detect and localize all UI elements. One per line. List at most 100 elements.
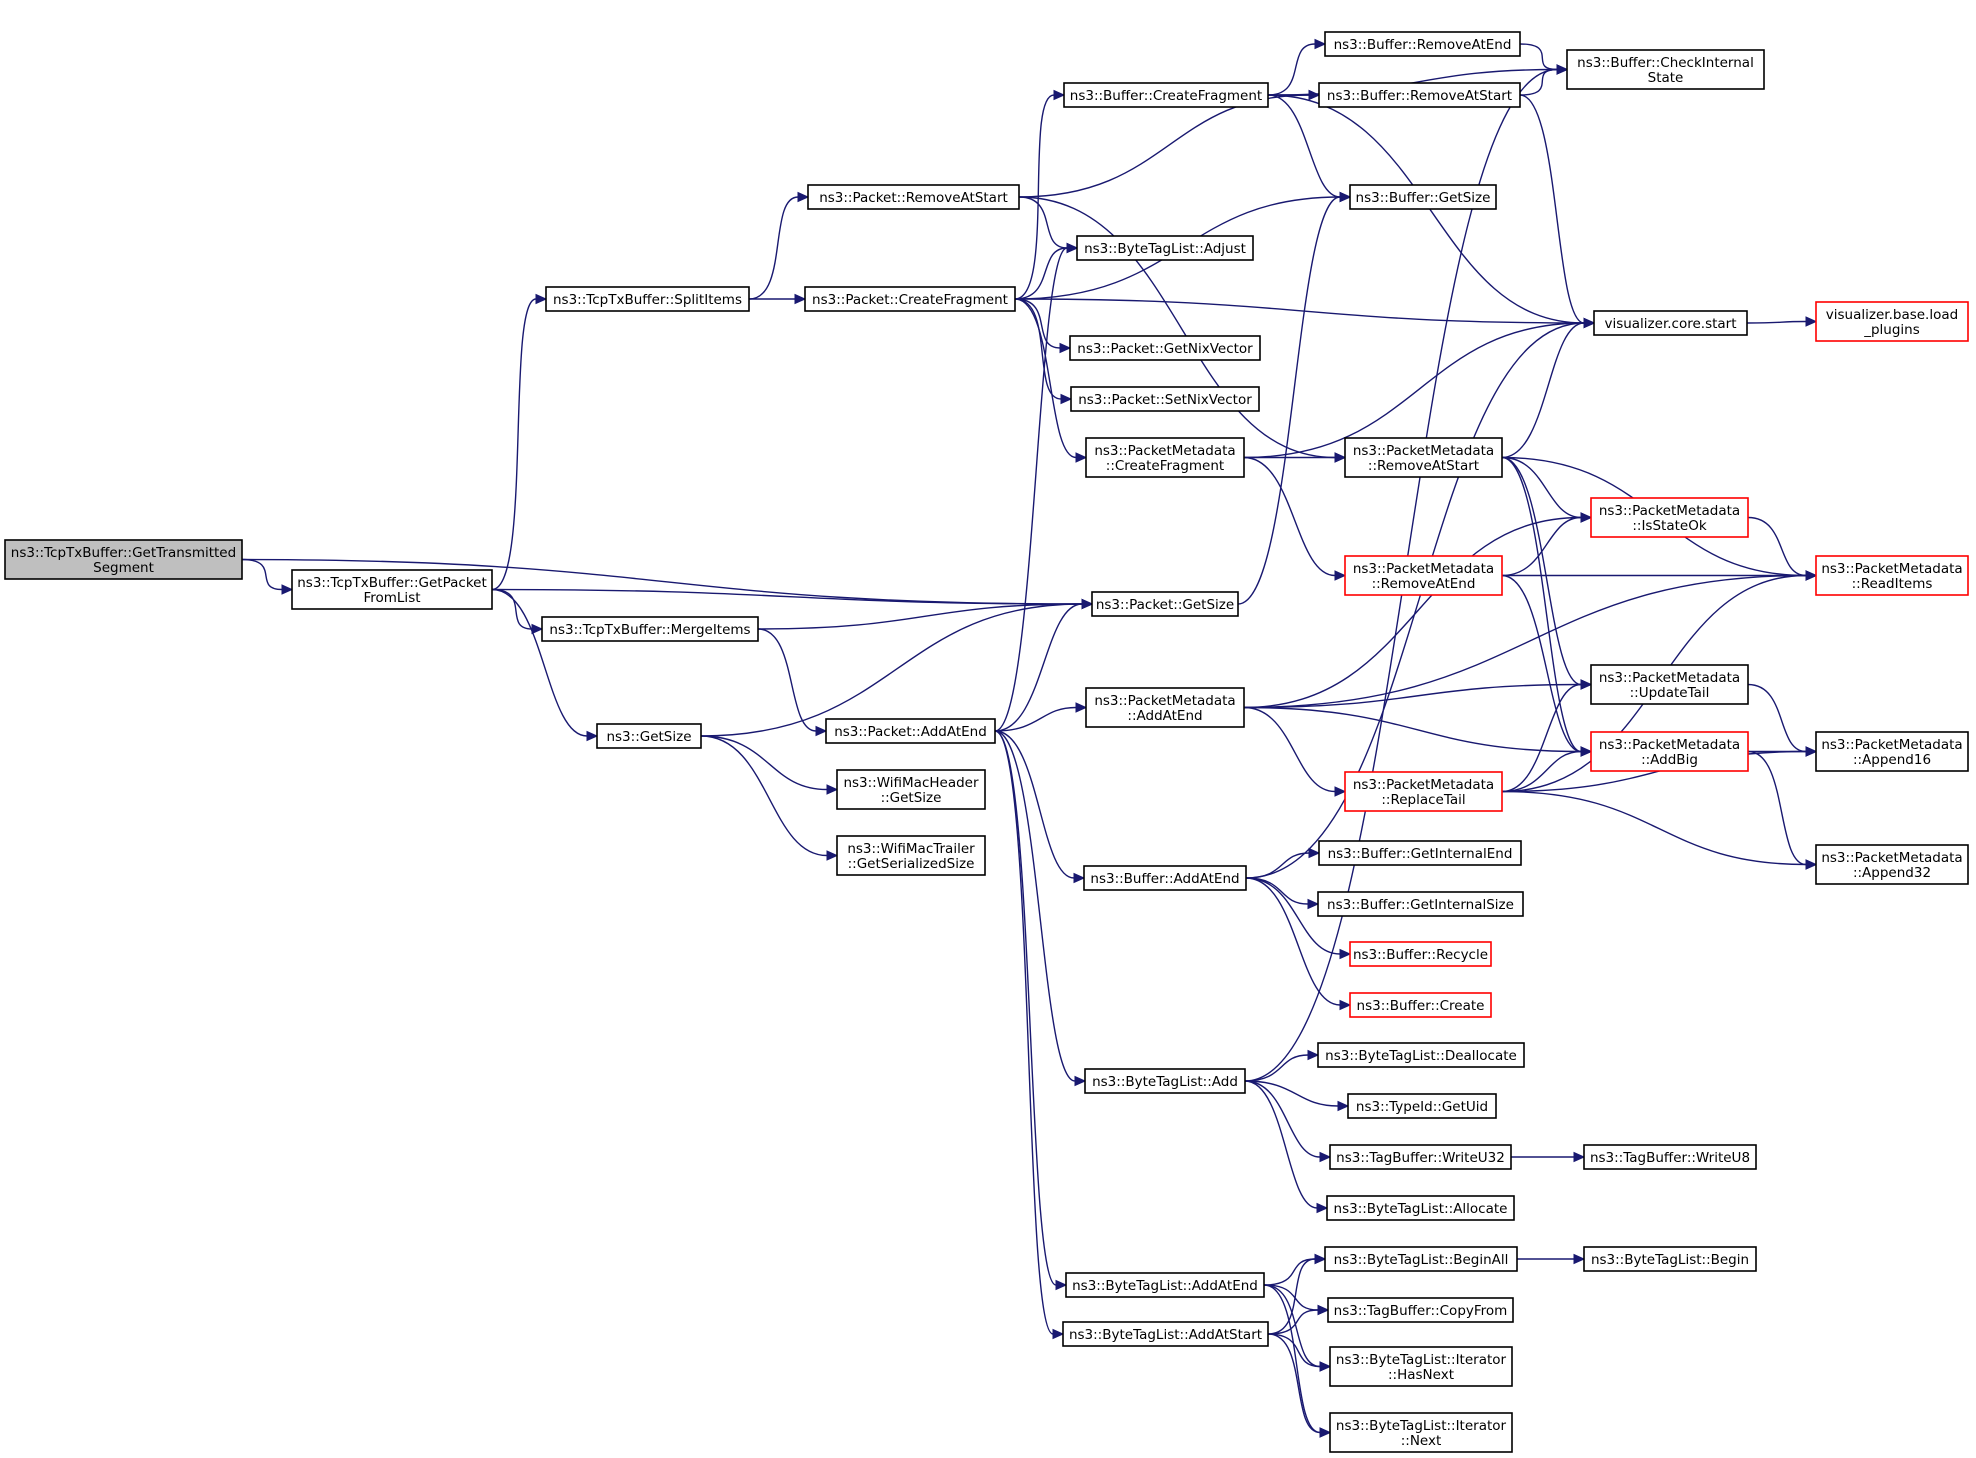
node-pmappend32[interactable]: ns3::PacketMetadata::Append32 xyxy=(1815,844,1969,885)
node-label: ::AddAtEnd xyxy=(1127,708,1202,724)
node-btladdatstart[interactable]: ns3::ByteTagList::AddAtStart xyxy=(1062,1321,1269,1347)
node-pmisstateok[interactable]: ns3::PacketMetadata::IsStateOk xyxy=(1590,497,1749,538)
node-mergeitems[interactable]: ns3::TcpTxBuffer::MergeItems xyxy=(541,616,759,642)
node-box xyxy=(1583,1246,1757,1272)
node-box xyxy=(1815,731,1969,772)
node-btladjust[interactable]: ns3::ByteTagList::Adjust xyxy=(1076,235,1254,261)
node-pmcreatefragment[interactable]: ns3::PacketMetadata::CreateFragment xyxy=(1085,437,1245,478)
node-label: ns3::Buffer::GetInternalSize xyxy=(1327,897,1514,913)
node-label: ::CreateFragment xyxy=(1106,458,1224,474)
edge-line xyxy=(1267,1309,1319,1335)
edge-pmaddbig-to-pmappend16 xyxy=(1747,746,1818,757)
node-pktremoveatstart[interactable]: ns3::Packet::RemoveAtStart xyxy=(807,184,1020,210)
edge-line xyxy=(1243,516,1582,709)
node-btlallocate[interactable]: ns3::ByteTagList::Allocate xyxy=(1326,1195,1515,1221)
edge-pmreplacetail-to-pmaddbig xyxy=(1501,746,1593,793)
node-label: ns3::WifiMacHeader xyxy=(843,775,979,791)
node-tbcopyfrom[interactable]: ns3::TagBuffer::CopyFrom xyxy=(1327,1297,1514,1323)
node-btlithasnext[interactable]: ns3::ByteTagList::Iterator::HasNext xyxy=(1329,1346,1513,1387)
node-btlbegin[interactable]: ns3::ByteTagList::Begin xyxy=(1583,1246,1757,1272)
node-label: ::Append16 xyxy=(1853,752,1931,768)
node-vizcorestart[interactable]: visualizer.core.start xyxy=(1593,310,1748,336)
edge-btladdatstart-to-btlitnext xyxy=(1267,1333,1332,1438)
node-pmremoveatend[interactable]: ns3::PacketMetadata::RemoveAtEnd xyxy=(1344,555,1503,596)
edge-line xyxy=(1243,574,1807,709)
edge-line xyxy=(1014,298,1077,459)
node-pktgetsize[interactable]: ns3::Packet::GetSize xyxy=(1091,591,1239,617)
node-pmaddatend[interactable]: ns3::PacketMetadata::AddAtEnd xyxy=(1085,687,1245,728)
edge-line xyxy=(1243,322,1585,459)
node-pktcreatefragment[interactable]: ns3::Packet::CreateFragment xyxy=(804,286,1016,312)
edge-pmreplacetail-to-pmappend32 xyxy=(1501,790,1818,870)
edge-line xyxy=(1267,43,1316,96)
node-bufremoveatend[interactable]: ns3::Buffer::RemoveAtEnd xyxy=(1324,31,1521,57)
arrowhead-icon xyxy=(1583,317,1596,329)
edge-pmcreatefragment-to-vizcorestart xyxy=(1243,317,1596,459)
node-bufgetsize[interactable]: ns3::Buffer::GetSize xyxy=(1349,184,1497,210)
edge-line xyxy=(994,730,1054,1335)
node-bufcreatefragment[interactable]: ns3::Buffer::CreateFragment xyxy=(1063,82,1269,108)
edge-line xyxy=(1267,1258,1316,1335)
edge-line xyxy=(748,196,799,300)
node-btladd[interactable]: ns3::ByteTagList::Add xyxy=(1084,1068,1246,1094)
edge-pmremoveatend-to-pmaddbig xyxy=(1501,574,1593,757)
node-pktaddatend[interactable]: ns3::Packet::AddAtEnd xyxy=(825,718,996,744)
node-bufremoveatstart[interactable]: ns3::Buffer::RemoveAtStart xyxy=(1318,82,1521,108)
node-btlbeginall[interactable]: ns3::ByteTagList::BeginAll xyxy=(1324,1246,1518,1272)
edge-getpacketfromlist-to-pktgetsize xyxy=(491,588,1094,610)
node-tbwriteu32[interactable]: ns3::TagBuffer::WriteU32 xyxy=(1329,1144,1512,1170)
node-btldeallocate[interactable]: ns3::ByteTagList::Deallocate xyxy=(1317,1042,1525,1068)
node-label: visualizer.base.load xyxy=(1826,307,1958,323)
node-pktsetnixvector[interactable]: ns3::Packet::SetNixVector xyxy=(1070,386,1260,412)
edge-line xyxy=(1018,94,1310,198)
node-pmaddbig[interactable]: ns3::PacketMetadata::AddBig xyxy=(1590,731,1749,772)
node-bufcreate[interactable]: ns3::Buffer::Create xyxy=(1349,992,1492,1018)
node-pmreplacetail[interactable]: ns3::PacketMetadata::ReplaceTail xyxy=(1344,771,1503,812)
node-getsize[interactable]: ns3::GetSize xyxy=(596,723,702,749)
node-pmreaditems[interactable]: ns3::PacketMetadata::ReadItems xyxy=(1815,555,1969,596)
node-label: ::GetSize xyxy=(881,790,942,806)
edge-btladd-to-btlallocate xyxy=(1244,1080,1329,1214)
edge-line xyxy=(1501,790,1807,866)
node-box xyxy=(1590,731,1749,772)
node-box xyxy=(1344,771,1503,812)
edge-line xyxy=(241,558,1083,605)
edge-pmaddatend-to-pmupdatetail xyxy=(1243,679,1593,709)
node-splititems[interactable]: ns3::TcpTxBuffer::SplitItems xyxy=(545,286,750,312)
node-label: ns3::ByteTagList::Allocate xyxy=(1334,1201,1508,1217)
node-box xyxy=(1085,687,1245,728)
edge-bufcreatefragment-to-vizcorestart xyxy=(1267,94,1596,329)
node-pmremoveatstart[interactable]: ns3::PacketMetadata::RemoveAtStart xyxy=(1344,437,1503,478)
node-box xyxy=(1317,891,1524,917)
node-pktgetnixvector[interactable]: ns3::Packet::GetNixVector xyxy=(1069,335,1261,361)
node-pmupdatetail[interactable]: ns3::PacketMetadata::UpdateTail xyxy=(1590,664,1749,705)
node-tbwriteu8[interactable]: ns3::TagBuffer::WriteU8 xyxy=(1583,1144,1757,1170)
node-label: ns3::Buffer::CreateFragment xyxy=(1070,88,1262,104)
arrowhead-icon xyxy=(1075,702,1088,713)
node-vizloadplugins[interactable]: visualizer.base.load_plugins xyxy=(1815,301,1969,342)
node-btladdatend[interactable]: ns3::ByteTagList::AddAtEnd xyxy=(1065,1272,1265,1298)
node-wifitrlgetsersize[interactable]: ns3::WifiMacTrailer::GetSerializedSize xyxy=(836,835,986,876)
node-bufgetinternalend[interactable]: ns3::Buffer::GetInternalEnd xyxy=(1318,840,1522,866)
node-bufrecycle[interactable]: ns3::Buffer::Recycle xyxy=(1349,941,1492,967)
edge-line xyxy=(1245,877,1341,1006)
edge-line xyxy=(1245,322,1585,879)
node-label: ns3::ByteTagList::Adjust xyxy=(1084,241,1246,257)
node-wifihdrgetsize[interactable]: ns3::WifiMacHeader::GetSize xyxy=(836,769,986,810)
edge-line xyxy=(1501,456,1582,519)
node-label: ns3::ByteTagList::Add xyxy=(1092,1074,1238,1090)
edge-pktaddatend-to-pktgetsize xyxy=(994,598,1094,732)
node-bufgetinternalsize[interactable]: ns3::Buffer::GetInternalSize xyxy=(1317,891,1524,917)
node-typeidgetuid[interactable]: ns3::TypeId::GetUid xyxy=(1347,1093,1497,1119)
node-label: ns3::PacketMetadata xyxy=(1353,443,1494,459)
node-pmappend16[interactable]: ns3::PacketMetadata::Append16 xyxy=(1815,731,1969,772)
node-box xyxy=(1324,31,1521,57)
node-box xyxy=(825,718,996,744)
edge-line xyxy=(757,603,1083,630)
node-bufaddatend[interactable]: ns3::Buffer::AddAtEnd xyxy=(1083,865,1247,891)
node-btlitnext[interactable]: ns3::ByteTagList::Iterator::Next xyxy=(1329,1412,1513,1453)
